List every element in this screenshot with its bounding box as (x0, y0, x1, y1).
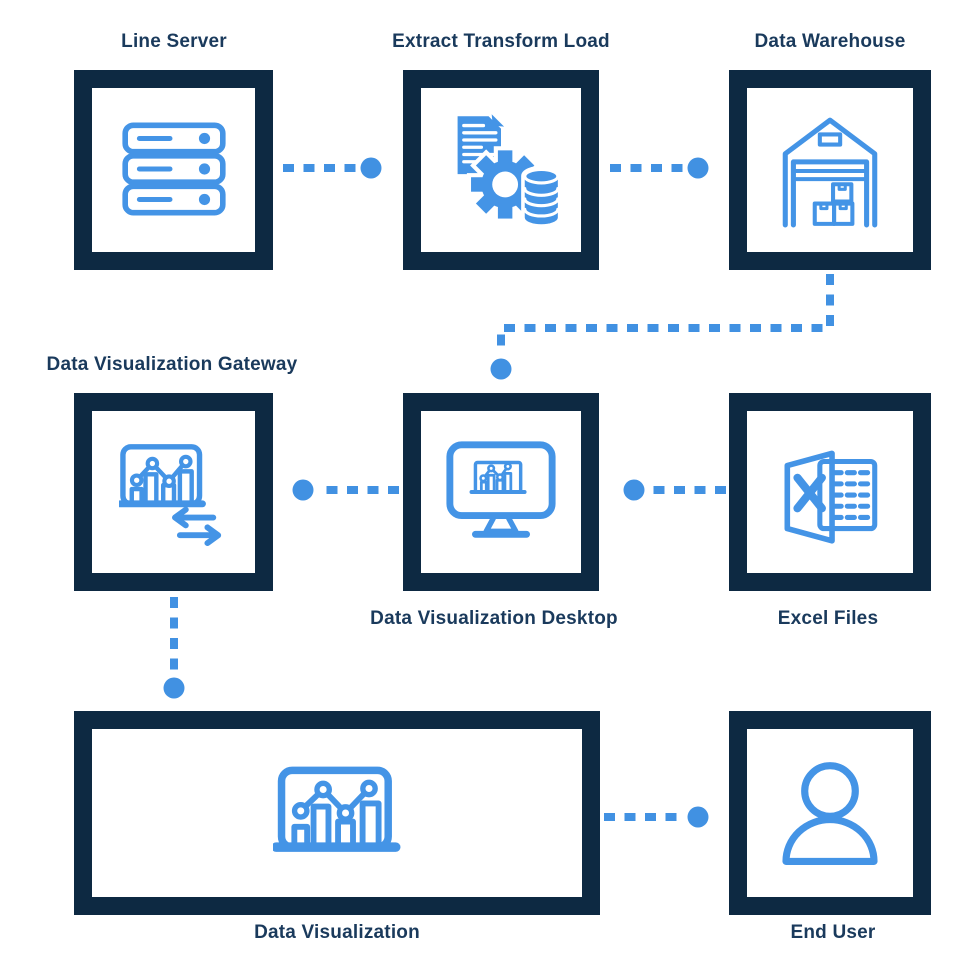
label-data-warehouse: Data Warehouse (754, 31, 906, 52)
node-data-visualization-desktop-body (421, 411, 581, 573)
etl-document-gear-database-icon (457, 114, 562, 228)
node-line-server-body (92, 88, 255, 252)
connector-line-server-to-etl (283, 157, 382, 179)
chart-board-icon (273, 766, 401, 852)
node-end-user-body (747, 729, 913, 897)
connector-data-visualization-to-end-user (604, 806, 709, 828)
label-extract-transform-load: Extract Transform Load (392, 31, 610, 52)
node-data-visualization-gateway-body (92, 411, 255, 573)
node-data-visualization (74, 711, 600, 915)
node-data-warehouse (729, 70, 931, 270)
label-line-server: Line Server (121, 31, 227, 52)
label-data-visualization-gateway: Data Visualization Gateway (46, 354, 298, 375)
server-icon (121, 122, 226, 216)
node-end-user (729, 711, 931, 915)
connector-gateway-to-data-visualization (163, 597, 185, 699)
connector-desktop-to-gateway (292, 479, 399, 501)
label-excel-files: Excel Files (777, 608, 879, 629)
node-data-visualization-gateway (74, 393, 273, 591)
warehouse-icon (782, 117, 878, 228)
chart-sync-arrows-icon (118, 444, 221, 547)
label-data-visualization-desktop: Data Visualization Desktop (370, 608, 618, 629)
node-extract-transform-load-body (421, 88, 581, 252)
node-excel-files-body (747, 411, 913, 573)
node-excel-files (729, 393, 931, 591)
label-data-visualization: Data Visualization (254, 922, 420, 943)
node-data-visualization-desktop (403, 393, 599, 591)
label-end-user: End User (790, 922, 876, 943)
node-extract-transform-load (403, 70, 599, 270)
connector-data-warehouse-to-desktop (490, 274, 834, 380)
connector-etl-to-data-warehouse (610, 157, 709, 179)
person-icon (782, 762, 878, 865)
node-line-server (74, 70, 273, 270)
excel-spreadsheet-icon (784, 450, 878, 544)
node-data-warehouse-body (747, 88, 913, 252)
node-data-visualization-body (92, 729, 582, 897)
monitor-chart-icon (446, 441, 556, 538)
connector-excel-to-desktop (623, 479, 726, 501)
